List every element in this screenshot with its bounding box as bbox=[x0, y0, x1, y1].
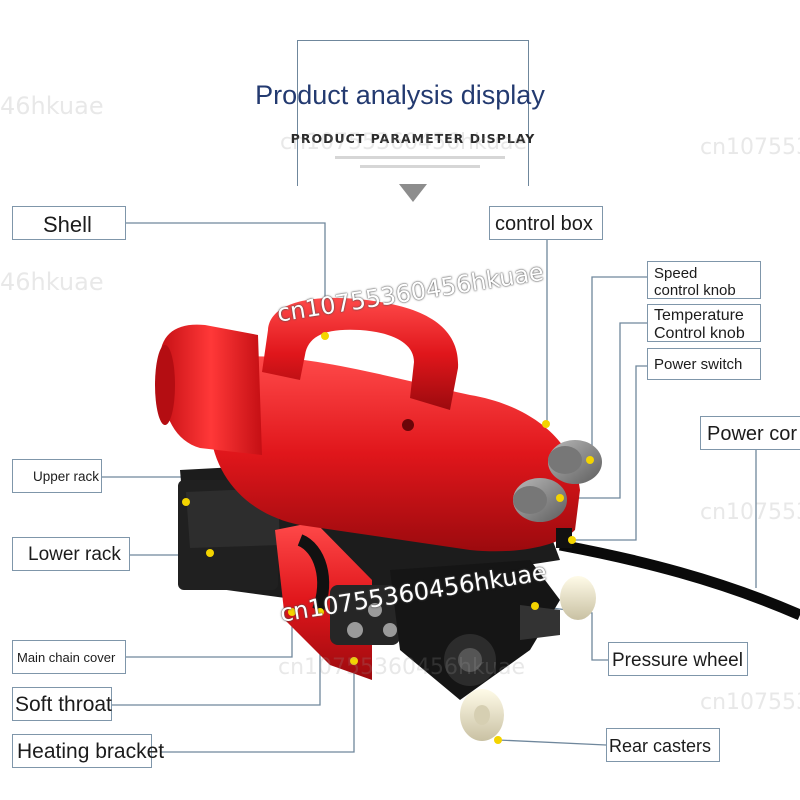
label-rear-casters: Rear casters bbox=[606, 728, 720, 762]
label-shell: Shell bbox=[12, 206, 126, 240]
watermark-text: 46hkuae bbox=[0, 92, 104, 120]
label-speed-control-knob: Speed control knob bbox=[647, 261, 761, 299]
leader-speed-knob bbox=[591, 276, 647, 460]
label-heating-bracket: Heating bracket bbox=[12, 734, 164, 768]
speed-control-knob bbox=[548, 440, 602, 484]
label-temperature-line-1: Temperature bbox=[654, 307, 744, 324]
label-speed-line-1: Speed bbox=[654, 265, 698, 282]
watermark-text: cn10755360456hkuae bbox=[278, 655, 525, 680]
shell-body bbox=[210, 356, 580, 552]
shell-handle bbox=[262, 297, 459, 410]
label-soft-throat: Soft throat bbox=[12, 687, 112, 721]
power-cord-cable bbox=[558, 539, 800, 621]
shell-nose bbox=[159, 324, 262, 455]
soft-throat-coil bbox=[297, 534, 330, 613]
label-power-cord: Power cor bbox=[700, 416, 800, 450]
decorative-fine-text bbox=[360, 165, 480, 168]
label-power-switch: Power switch bbox=[647, 348, 761, 380]
page-title: Product analysis display bbox=[255, 80, 545, 110]
label-main-chain-cover: Main chain cover bbox=[12, 640, 126, 674]
label-temperature-line-2: Control knob bbox=[654, 325, 745, 342]
label-lower-rack: Lower rack bbox=[12, 537, 130, 571]
label-speed-line-2: control knob bbox=[654, 282, 736, 300]
pressure-wheel-arm bbox=[390, 560, 560, 700]
watermark-text: cn10755360456hkuae bbox=[280, 130, 527, 155]
power-switch-part bbox=[556, 528, 572, 548]
pressure-wheel-caster bbox=[560, 576, 596, 620]
label-upper-rack: Upper rack bbox=[12, 459, 102, 493]
leader-heating-bracket bbox=[160, 661, 355, 753]
leader-shell bbox=[126, 222, 326, 333]
temperature-control-knob bbox=[513, 478, 567, 522]
label-temperature-control-knob: Temperature Control knob bbox=[647, 304, 761, 342]
leader-power-switch bbox=[575, 365, 647, 541]
decorative-fine-text bbox=[335, 156, 505, 159]
label-control-box: control box bbox=[489, 206, 603, 240]
page-subtitle: PRODUCT PARAMETER DISPLAY bbox=[290, 131, 536, 146]
leader-temperature-knob bbox=[565, 322, 647, 499]
watermark-text: 46hkuae bbox=[0, 268, 104, 296]
leader-rear-casters bbox=[497, 739, 607, 746]
watermark-text: cn10755360456hkuae bbox=[700, 500, 800, 525]
down-arrow-icon bbox=[399, 184, 427, 202]
label-pressure-wheel: Pressure wheel bbox=[608, 642, 748, 676]
watermark-text: cn10755360456hkuae bbox=[700, 690, 800, 715]
title-frame bbox=[297, 40, 529, 186]
watermark-text: cn10755360456hkuae bbox=[700, 135, 800, 160]
